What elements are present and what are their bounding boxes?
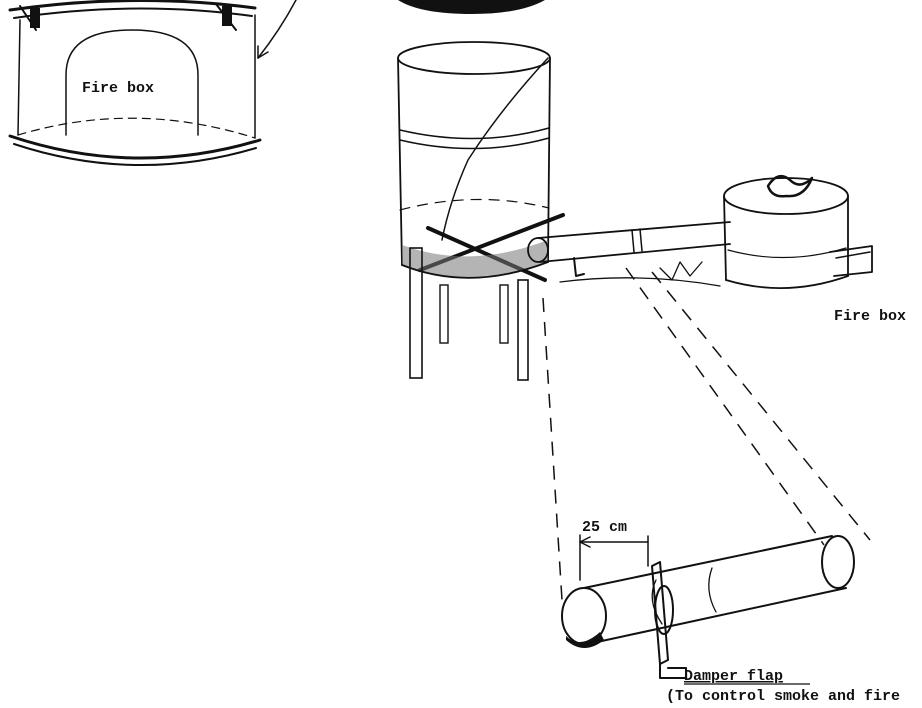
pointer-arrow-icon [258,0,296,58]
fire-box [724,176,872,288]
fire-box-label: Fire box [834,308,906,325]
fire-box-inset: Fire box [10,0,296,165]
fire-box-inset-label: Fire box [82,80,154,97]
drum-leg-4 [518,280,528,380]
drum-leg-3 [500,285,508,343]
damper-detail: 25 cm [562,519,854,678]
lid-edge [398,0,545,14]
smoke-pipe [528,222,730,286]
smoking-drum [398,42,563,380]
damper-title: Damper flap [684,668,783,685]
damper-note: (To control smoke and fire [666,688,900,705]
damper-handle-icon [660,664,686,678]
measurement-label: 25 cm [582,519,627,536]
feed-door [830,246,872,276]
projection-line-2 [626,268,824,545]
base-tray [10,136,260,158]
drum-leg-2 [440,285,448,343]
projection-line-1 [543,298,562,600]
